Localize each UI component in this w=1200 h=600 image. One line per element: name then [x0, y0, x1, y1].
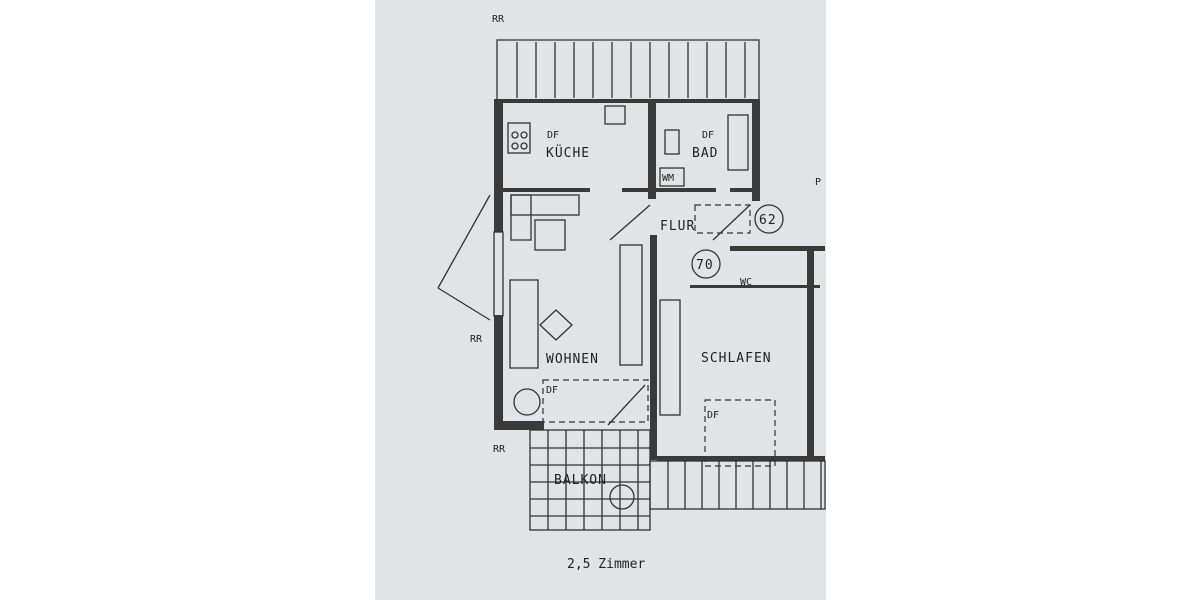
p-label: P — [815, 177, 821, 188]
plan-caption: 2,5 Zimmer — [567, 557, 645, 572]
room-label-living: WOHNEN — [546, 352, 599, 367]
walls — [493, 99, 825, 461]
bottom-strip — [649, 460, 826, 510]
rr-label-bottom: RR — [493, 444, 506, 455]
room-label-bedroom: SCHLAFEN — [701, 351, 772, 366]
room-label-wc: WC — [740, 277, 752, 288]
room-label-bath: BAD — [692, 146, 718, 161]
rr-label-top: RR — [492, 14, 505, 25]
balcony-grid — [529, 429, 651, 531]
wm-label: WM — [662, 173, 674, 184]
room-label-balcony: BALKON — [554, 473, 607, 488]
df-label-bedroom: DF — [707, 410, 719, 421]
df-label-bath: DF — [702, 130, 714, 141]
room-label-kitchen: KÜCHE — [546, 144, 590, 161]
df-label-living: DF — [546, 385, 558, 396]
paper-sheet — [375, 0, 826, 600]
unit-number-62: 62 — [759, 213, 777, 228]
unit-number-70: 70 — [696, 258, 714, 273]
fixtures — [437, 105, 776, 467]
room-label-hall: FLUR — [660, 219, 695, 234]
rr-label-middle: RR — [470, 334, 483, 345]
circle-markers — [691, 204, 784, 279]
df-label-kitchen: DF — [547, 130, 559, 141]
